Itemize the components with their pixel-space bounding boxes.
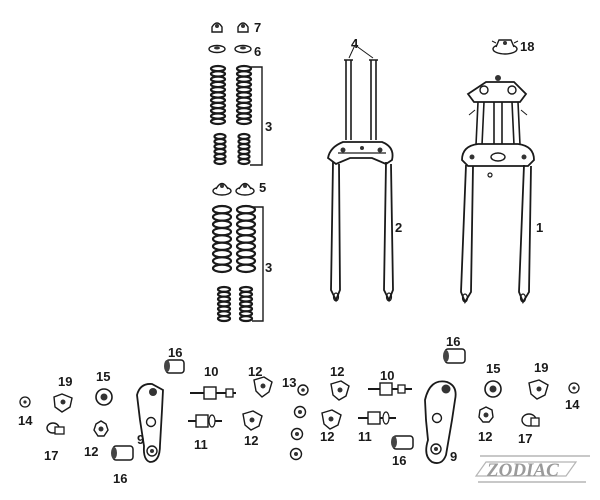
- callout-4: 4: [351, 36, 359, 51]
- spring-lower-right-long: [235, 204, 257, 274]
- callout-7: 7: [254, 20, 261, 35]
- callout-15-a: 15: [96, 369, 110, 384]
- callout-3-upper: 3: [265, 119, 272, 134]
- callout-14-a: 14: [18, 413, 33, 428]
- springs-upper: [209, 64, 253, 166]
- callout-11-a: 11: [194, 437, 208, 452]
- springer-fork: [460, 75, 535, 305]
- lock-plate-c: [330, 380, 350, 401]
- cup-washer-left: [208, 44, 226, 54]
- rubber-bushing-a: [164, 359, 185, 374]
- callout-15-b: 15: [486, 361, 500, 376]
- spring-lower-left-short: [216, 285, 232, 323]
- callout-10-b: 10: [380, 368, 394, 383]
- callout-labels: 7 6 3 5 3 4 2 18 1 16 10 12 13 12 10 16 …: [18, 20, 580, 486]
- hardware-row: [19, 348, 580, 464]
- callout-19-a: 19: [58, 374, 72, 389]
- small-nut-left: [19, 396, 31, 408]
- rubber-bushing-b: [111, 445, 134, 461]
- rubber-bushing-d: [391, 435, 414, 450]
- callout-13: 13: [282, 375, 296, 390]
- lock-plate-a: [253, 376, 273, 398]
- lock-plate-right: [528, 379, 549, 400]
- spring-upper-left-long: [209, 64, 227, 126]
- spring-lower-right-short: [238, 285, 254, 323]
- callout-16-d: 16: [113, 471, 127, 486]
- rubber-bushing-c: [443, 348, 466, 364]
- callout-12-d: 12: [244, 433, 258, 448]
- callout-19-b: 19: [534, 360, 548, 375]
- callout-5: 5: [259, 180, 266, 195]
- callout-3-lower: 3: [265, 260, 272, 275]
- rocker-plate-right: [424, 380, 457, 464]
- callout-14-b: 14: [565, 397, 580, 412]
- rigid-fork: [327, 44, 394, 303]
- lock-plate-left: [53, 393, 73, 413]
- callout-1: 1: [536, 220, 543, 235]
- bushing-washer-right: [484, 380, 502, 398]
- callout-6: 6: [254, 44, 261, 59]
- rocker-plate-left: [136, 383, 164, 463]
- spring-upper-right-short: [237, 132, 251, 166]
- stud-bolt-right: [368, 382, 412, 396]
- bolt-head-left: [46, 422, 65, 435]
- castle-nut-right: [478, 406, 494, 423]
- logo-wordmark: ZODIAC: [486, 460, 559, 481]
- nut-stack: [289, 384, 309, 461]
- callout-10-a: 10: [204, 364, 218, 379]
- bushing-washer-left: [95, 388, 113, 406]
- callout-2: 2: [395, 220, 402, 235]
- spring-upper-left-short: [213, 132, 227, 166]
- bracket-upper: [250, 66, 263, 166]
- top-cap: [491, 39, 519, 55]
- spring-stack: [208, 22, 264, 323]
- lock-plate-b: [242, 410, 263, 431]
- acorn-nut-left: [211, 22, 223, 33]
- callout-12-f: 12: [478, 429, 492, 444]
- callout-16-a: 16: [168, 345, 182, 360]
- brand-logo: ZODIAC: [474, 455, 590, 483]
- callout-17-b: 17: [518, 431, 532, 446]
- spring-upper-right-long: [235, 64, 253, 126]
- stud-bushing-right: [358, 411, 396, 425]
- callout-9-a: 9: [137, 432, 144, 447]
- callout-12-c: 12: [84, 444, 98, 459]
- callout-12-b: 12: [330, 364, 344, 379]
- castle-nut-left: [93, 420, 109, 437]
- callout-17-a: 17: [44, 448, 58, 463]
- stud-bolt-left: [190, 386, 236, 400]
- callout-12-a: 12: [248, 364, 262, 379]
- spring-seat-left: [212, 182, 232, 196]
- callout-12-e: 12: [320, 429, 334, 444]
- spring-lower-left-long: [211, 204, 233, 274]
- acorn-nut-right: [237, 22, 249, 33]
- small-nut-right: [568, 382, 580, 394]
- bolt-head-right: [521, 413, 540, 427]
- callout-16-b: 16: [446, 334, 460, 349]
- bracket-lower: [252, 206, 264, 322]
- stud-bushing-left: [188, 414, 222, 428]
- spring-seat-right: [235, 182, 255, 196]
- lock-plate-d: [321, 409, 342, 430]
- callout-18: 18: [520, 39, 534, 54]
- callout-9-b: 9: [450, 449, 457, 464]
- cup-washer-right: [234, 44, 252, 54]
- callout-11-b: 11: [358, 429, 372, 444]
- callout-16-c: 16: [392, 453, 406, 468]
- springs-lower: [211, 204, 257, 323]
